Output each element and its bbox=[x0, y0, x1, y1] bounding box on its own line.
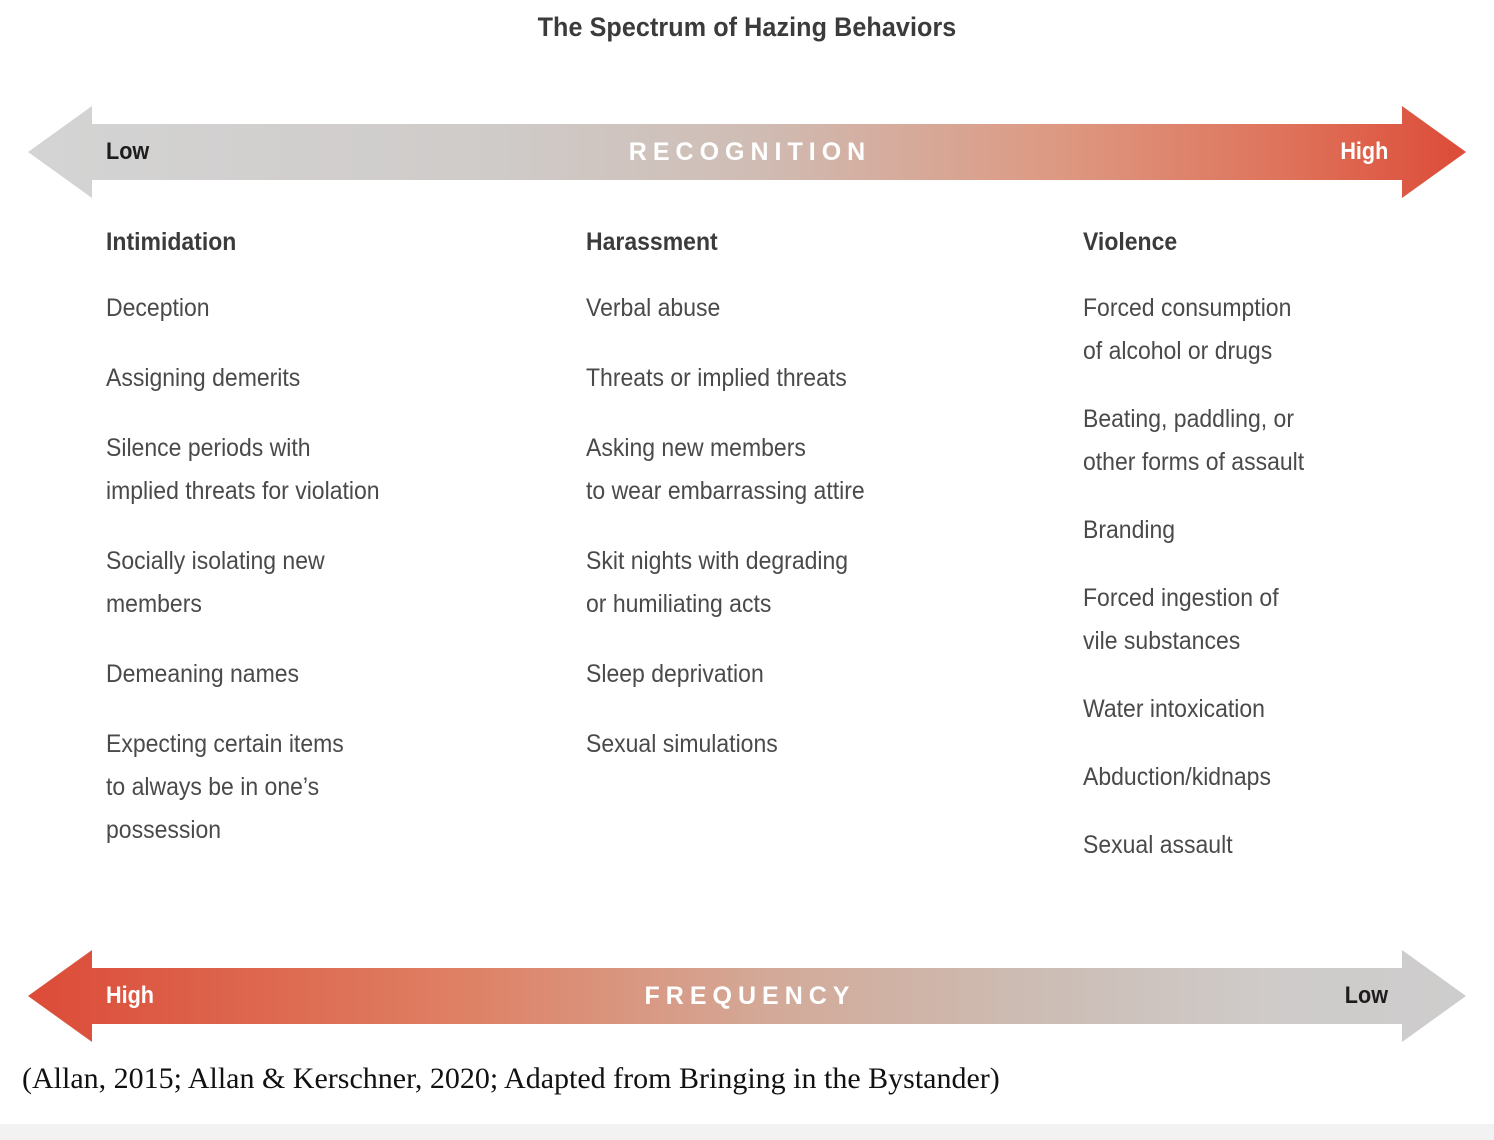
list-item: Asking new members to wear embarrassing … bbox=[586, 434, 865, 505]
behavior-columns: Intimidation Deception Assigning demerit… bbox=[0, 228, 1494, 928]
recognition-high-label: High bbox=[1340, 138, 1388, 165]
frequency-title-label: FREQUENCY bbox=[644, 981, 856, 1010]
list-item: Demeaning names bbox=[106, 660, 300, 688]
recognition-title-label: RECOGNITION bbox=[628, 137, 872, 166]
list-item: Beating, paddling, or other forms of ass… bbox=[1083, 405, 1305, 476]
list-item: Threats or implied threats bbox=[586, 364, 847, 392]
recognition-axis-arrow: Low RECOGNITION High bbox=[0, 104, 1494, 200]
list-item: Verbal abuse bbox=[586, 294, 721, 322]
list-item: Forced consumption of alcohol or drugs bbox=[1083, 294, 1292, 365]
page-title: The Spectrum of Hazing Behaviors bbox=[537, 12, 957, 42]
list-item: Abduction/kidnaps bbox=[1083, 763, 1271, 791]
list-item: Skit nights with degrading or humiliatin… bbox=[586, 547, 849, 618]
recognition-low-label: Low bbox=[106, 138, 150, 165]
frequency-low-label: Low bbox=[1344, 982, 1388, 1009]
column-heading-intimidation: Intimidation bbox=[106, 228, 237, 256]
list-item: Deception bbox=[106, 294, 210, 322]
frequency-axis-arrow: High FREQUENCY Low bbox=[0, 948, 1494, 1044]
recognition-arrow-shape bbox=[28, 106, 1466, 198]
column-heading-harassment: Harassment bbox=[586, 228, 718, 256]
frequency-high-label: High bbox=[106, 982, 154, 1009]
list-item: Expecting certain items to always be in … bbox=[106, 730, 344, 844]
column-harassment: Harassment Verbal abuse Threats or impli… bbox=[586, 228, 1046, 793]
list-item: Socially isolating new members bbox=[106, 547, 325, 618]
list-item: Water intoxication bbox=[1083, 695, 1265, 723]
list-item: Sexual assault bbox=[1083, 831, 1233, 859]
list-item: Forced ingestion of vile substances bbox=[1083, 584, 1279, 655]
list-item: Sexual simulations bbox=[586, 730, 778, 758]
column-violence: Violence Forced consumption of alcohol o… bbox=[1083, 228, 1453, 892]
list-item: Silence periods with implied threats for… bbox=[106, 434, 380, 505]
frequency-arrow-shape bbox=[28, 950, 1466, 1042]
column-heading-violence: Violence bbox=[1083, 228, 1178, 256]
list-item: Assigning demerits bbox=[106, 364, 301, 392]
page-bottom-edge bbox=[0, 1124, 1494, 1140]
source-caption: (Allan, 2015; Allan & Kerschner, 2020; A… bbox=[22, 1062, 1000, 1095]
column-intimidation: Intimidation Deception Assigning demerit… bbox=[106, 228, 556, 879]
list-item: Branding bbox=[1083, 516, 1176, 544]
list-item: Sleep deprivation bbox=[586, 660, 764, 688]
